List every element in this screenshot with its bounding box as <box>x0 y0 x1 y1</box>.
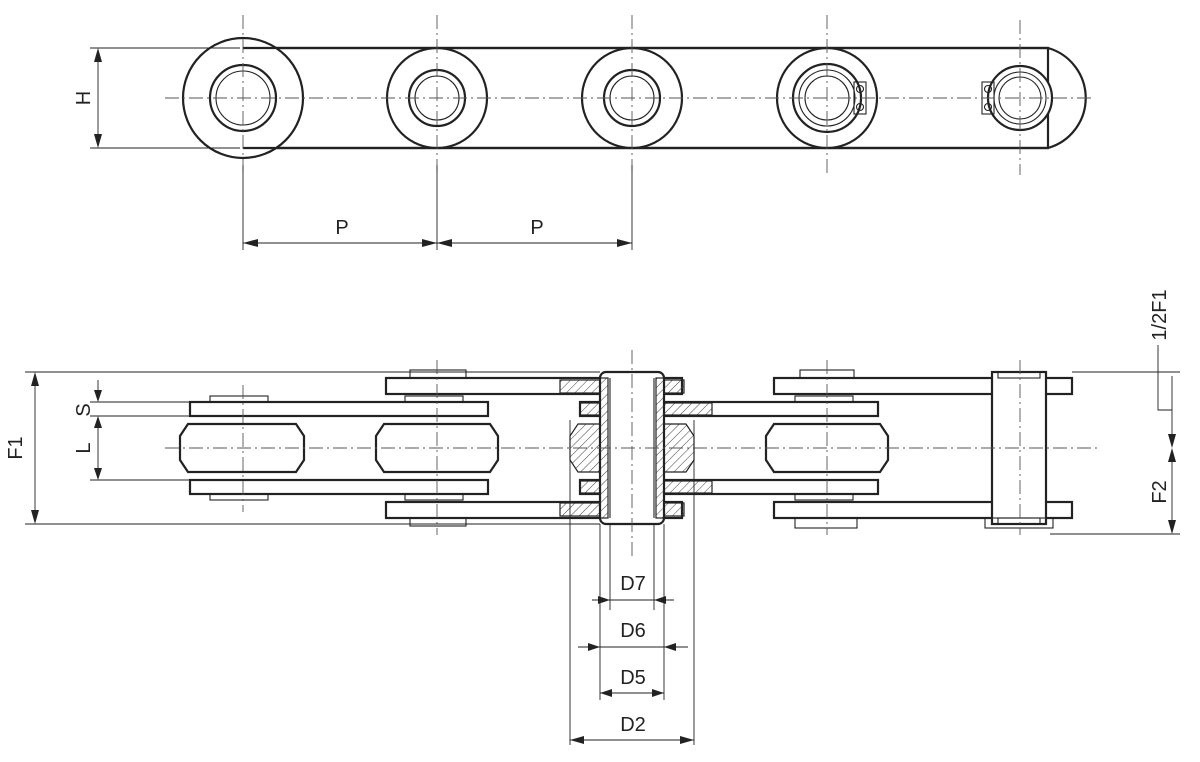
label-d5: D5 <box>620 667 646 689</box>
dimension-f1: F1 <box>5 371 600 525</box>
label-l: L <box>73 442 95 453</box>
dimension-p: P P <box>242 165 633 250</box>
label-d7: D7 <box>620 573 646 595</box>
label-half-f1: 1/2F1 <box>1149 289 1171 340</box>
label-f2: F2 <box>1149 480 1171 503</box>
label-d2: D2 <box>620 714 646 736</box>
inner-plate-bottom-left <box>188 478 490 496</box>
inner-plate-top-left <box>188 400 490 418</box>
label-f1: F1 <box>5 436 27 459</box>
label-s: S <box>73 403 95 416</box>
label-d6: D6 <box>620 620 646 642</box>
dimension-h: H <box>73 47 240 149</box>
dimension-diameters: D7 D6 D5 D2 <box>569 420 695 745</box>
label-p-right: P <box>530 217 543 239</box>
dimension-s-l: S L <box>73 380 190 481</box>
label-h: H <box>73 91 95 105</box>
dimension-f2: 1/2F1 F2 <box>1050 289 1180 535</box>
section-view: F1 S L 1/2F1 F2 <box>5 289 1180 745</box>
top-view: H P P <box>73 15 1095 250</box>
label-p-left: P <box>335 217 348 239</box>
